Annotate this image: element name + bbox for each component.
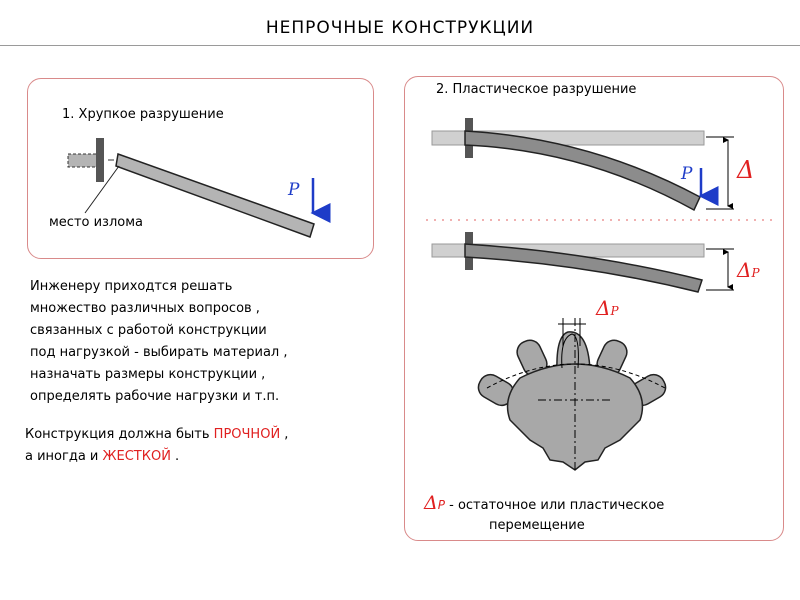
- gear-illustration: [477, 318, 667, 471]
- strong-keyword: ПРОЧНОЙ: [213, 427, 281, 442]
- gear-tooth-deformed: [556, 331, 591, 371]
- break-point-label: место излома: [49, 215, 144, 230]
- broken-beam: [115, 152, 315, 238]
- delta-label: Δ: [737, 156, 755, 184]
- beam-deformed-middle: [464, 243, 703, 293]
- pitch-arc: [486, 363, 666, 389]
- delta-p-symbol: Δ: [737, 258, 752, 282]
- gear-delta-subscript: P: [610, 304, 619, 318]
- brittle-panel: [27, 78, 374, 259]
- load-label-right: P: [681, 164, 693, 184]
- paragraph-line: определять рабочие нагрузки и т.п.: [30, 389, 280, 404]
- delta-p-label: ΔP: [737, 258, 760, 282]
- conclusion-text: ,: [280, 427, 289, 442]
- title-divider: [0, 45, 800, 46]
- conclusion-text: а иногда и: [25, 449, 103, 464]
- paragraph-line: назначать размеры конструкции ,: [30, 367, 266, 382]
- legend-text-line1: - остаточное или пластическое: [444, 498, 665, 513]
- conclusion-text: .: [170, 449, 180, 464]
- slide-title: НЕПРОЧНЫЕ КОНСТРУКЦИИ: [265, 18, 535, 38]
- plastic-beam-middle: [431, 232, 734, 293]
- wall-support: [96, 138, 104, 182]
- legend-subscript: P: [437, 498, 445, 512]
- load-label-left: P: [288, 180, 300, 200]
- paragraph-line: Инженеру приходтся решать: [30, 279, 233, 294]
- tooth-original-outline: [561, 333, 579, 369]
- stiff-keyword: ЖЕСТКОЙ: [102, 449, 171, 464]
- paragraph-line: множество различных вопросов ,: [30, 301, 260, 316]
- brittle-heading: 1. Хрупкое разрушение: [62, 107, 224, 122]
- paragraph-line: связанных с работой конструкции: [30, 323, 267, 338]
- explanation-paragraph: Инженеру приходтся решать множество разл…: [30, 276, 288, 408]
- beam-stub: [67, 153, 101, 168]
- plastic-beam-top: [431, 118, 734, 212]
- beam-deformed-top: [464, 130, 701, 212]
- gear-delta-symbol: Δ: [596, 296, 611, 320]
- brittle-beam-group: [67, 138, 331, 238]
- legend-symbol: Δ: [424, 492, 438, 514]
- conclusion-text: Конструкция должна быть: [25, 427, 214, 442]
- gear-delta-label: ΔP: [596, 296, 619, 320]
- conclusion: Конструкция должна быть ПРОЧНОЙ , а иног…: [25, 424, 288, 468]
- paragraph-line: под нагрузкой - выбирать материал ,: [30, 345, 288, 360]
- plastic-panel: [404, 76, 784, 541]
- legend-text-line2: перемещение: [489, 518, 585, 533]
- break-pointer: [84, 165, 120, 214]
- delta-p-subscript: P: [751, 266, 760, 280]
- legend: ΔP - остаточное или пластическое перемещ…: [424, 493, 664, 536]
- plastic-heading: 2. Пластическое разрушение: [436, 82, 637, 97]
